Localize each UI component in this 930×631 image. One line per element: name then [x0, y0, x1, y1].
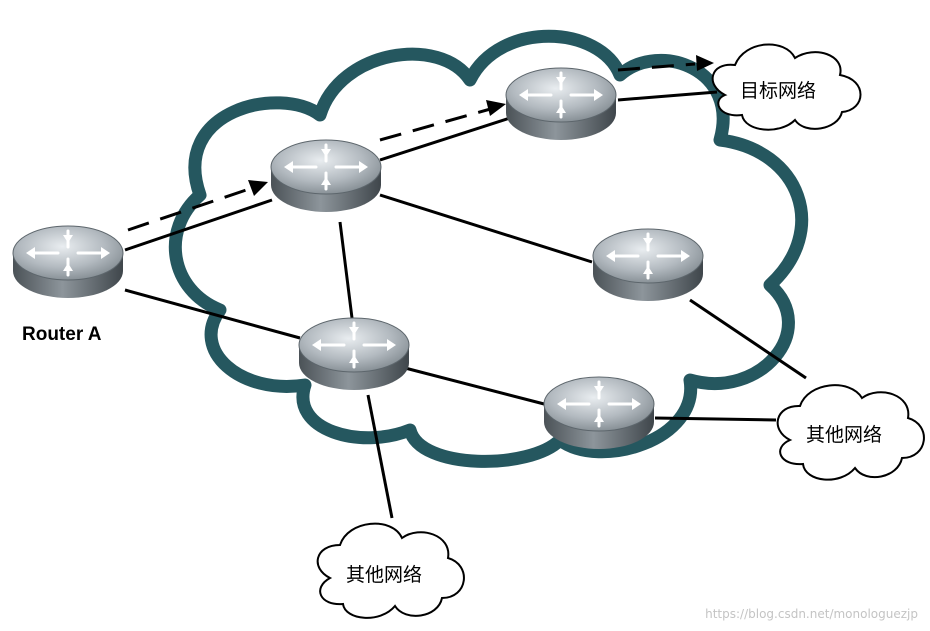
target-network-label: 目标网络 — [740, 80, 817, 102]
router-a-icon — [11, 224, 125, 300]
other-network-right-label: 其他网络 — [806, 424, 883, 446]
arrow-head-icon — [696, 55, 714, 71]
core-network-cloud-icon — [168, 29, 809, 468]
router-2-icon — [504, 66, 618, 142]
network-links — [124, 90, 807, 519]
other-network-bottom-label: 其他网络 — [346, 564, 423, 586]
other-network-right-cloud-icon — [776, 384, 925, 481]
router-3-icon — [297, 316, 411, 392]
link-r1-r4 — [379, 193, 593, 264]
watermark: https://blog.csdn.net/monologuezjp — [705, 607, 918, 621]
other-network-bottom-cloud-icon — [316, 522, 465, 619]
link-r3-r5 — [404, 366, 549, 407]
link-r1-r3 — [338, 221, 354, 319]
link-r5-right — [654, 416, 777, 422]
link-r3-bottom — [366, 394, 394, 519]
link-r1-r2 — [379, 116, 511, 162]
router-4-icon — [591, 227, 705, 303]
router-a-label: Router A — [22, 324, 102, 345]
link-a-r3 — [124, 288, 301, 340]
target-network-cloud-icon — [711, 43, 862, 131]
router-5-icon — [542, 375, 656, 451]
link-r2-target — [617, 90, 718, 102]
route-path — [127, 62, 696, 232]
link-a-r1 — [124, 198, 273, 252]
link-r4-right — [689, 298, 807, 380]
arrow-head-icon — [486, 100, 506, 116]
arrow-head-icon — [248, 180, 268, 196]
route-arrowheads — [248, 55, 714, 196]
router-1-icon — [269, 138, 383, 214]
